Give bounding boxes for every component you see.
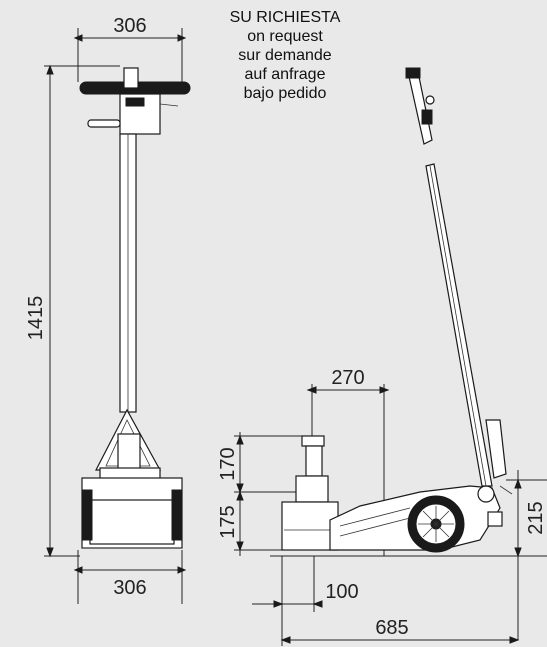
side-view xyxy=(234,67,547,646)
dim-total-height: 1415 xyxy=(25,296,47,341)
dim-saddle-width: 270 xyxy=(331,367,364,389)
note-line-it: SU RICHIESTA xyxy=(229,9,341,26)
dim-saddle-height: 175 xyxy=(217,505,239,538)
note-line-de: auf anfrage xyxy=(244,66,326,83)
note-line-en: on request xyxy=(247,28,323,45)
dim-side-height: 215 xyxy=(525,501,547,534)
note-line-fr: sur demande xyxy=(238,47,332,64)
side-handle xyxy=(425,163,493,487)
dim-top-width: 306 xyxy=(113,15,146,37)
side-saddle xyxy=(281,501,339,551)
dim-saddle-offset: 100 xyxy=(325,581,358,603)
dim-bottom-width: 306 xyxy=(113,577,146,599)
dim-total-length: 685 xyxy=(375,617,408,639)
on-request-note: SU RICHIESTA on request sur demande auf … xyxy=(195,8,375,103)
front-view xyxy=(44,28,191,604)
note-line-es: bajo pedido xyxy=(243,85,327,102)
dim-extension-height: 170 xyxy=(217,447,239,480)
